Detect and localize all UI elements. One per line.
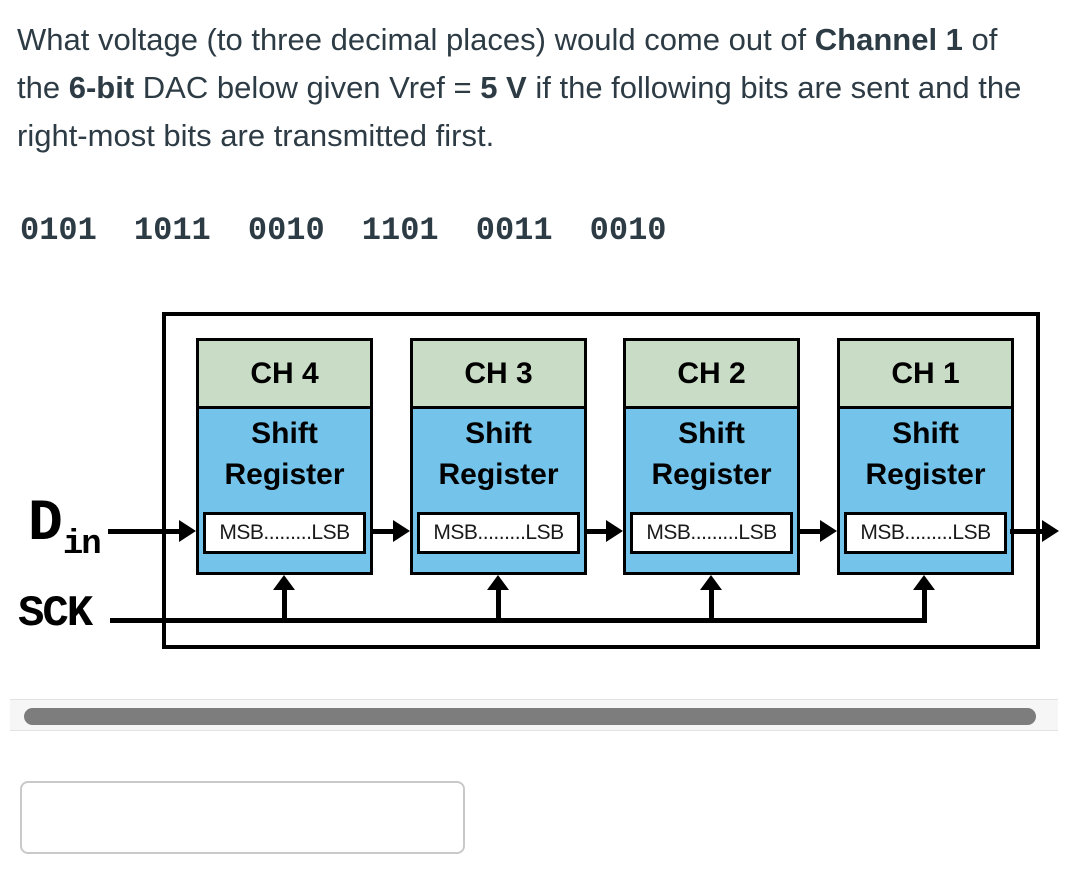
sck-arrowhead-icon [487, 575, 509, 590]
shift-arrow-line-ch4-ch3 [371, 529, 395, 534]
shift-register-label: Shift Register [438, 417, 559, 491]
shift-arrow-line-ch3-ch2 [585, 529, 608, 534]
msb-lsb-box: MSB.........LSB [203, 512, 366, 554]
shift-arrowhead-icon [606, 520, 623, 542]
output-arrow-line [1010, 529, 1044, 534]
sck-branch-ch1 [922, 589, 927, 623]
channel-block-ch3: CH 3 Shift Register MSB.........LSB [410, 338, 587, 575]
bit-string: 0101 1011 0010 1101 0011 0010 [20, 212, 667, 249]
answer-input[interactable] [20, 781, 465, 854]
sck-arrowhead-icon [913, 575, 935, 590]
channel-header: CH 1 [840, 341, 1011, 409]
shift-arrowhead-icon [820, 520, 837, 542]
sck-branch-ch4 [282, 589, 287, 620]
channel-header: CH 2 [626, 341, 797, 409]
question-text: What voltage (to three decimal places) w… [17, 16, 1062, 160]
sck-label: SCK [18, 589, 93, 639]
channel-header: CH 3 [413, 341, 584, 409]
sck-branch-ch3 [496, 589, 501, 620]
shift-register-label: Shift Register [865, 417, 986, 491]
msb-lsb-box: MSB.........LSB [417, 512, 580, 554]
channel-block-ch2: CH 2 Shift Register MSB.........LSB [623, 338, 800, 575]
din-arrowhead-icon [179, 520, 196, 542]
channel-header: CH 4 [199, 341, 370, 409]
shift-arrowhead-icon [393, 520, 410, 542]
din-arrow-line [108, 529, 182, 534]
shift-register-label: Shift Register [651, 417, 772, 491]
sck-line [110, 618, 927, 623]
question-line-3: right-most bits are transmitted first. [17, 118, 495, 153]
shift-register-label: Shift Register [224, 417, 345, 491]
din-label: Din [28, 492, 102, 565]
sck-arrowhead-icon [700, 575, 722, 590]
shift-arrow-line-ch2-ch1 [798, 529, 822, 534]
channel-block-ch4: CH 4 Shift Register MSB.........LSB [196, 338, 373, 575]
channel-block-ch1: CH 1 Shift Register MSB.........LSB [837, 338, 1014, 575]
question-line-1: What voltage (to three decimal places) w… [17, 22, 998, 57]
sck-arrowhead-icon [273, 575, 295, 590]
content-scrollbar-thumb[interactable] [24, 708, 1036, 725]
msb-lsb-box: MSB.........LSB [630, 512, 793, 554]
question-line-2: the 6-bit DAC below given Vref = 5 V if … [17, 70, 1022, 105]
output-arrowhead-icon [1042, 520, 1059, 542]
msb-lsb-box: MSB.........LSB [844, 512, 1007, 554]
content-scrollbar-track[interactable] [10, 699, 1058, 731]
sck-branch-ch2 [709, 589, 714, 620]
